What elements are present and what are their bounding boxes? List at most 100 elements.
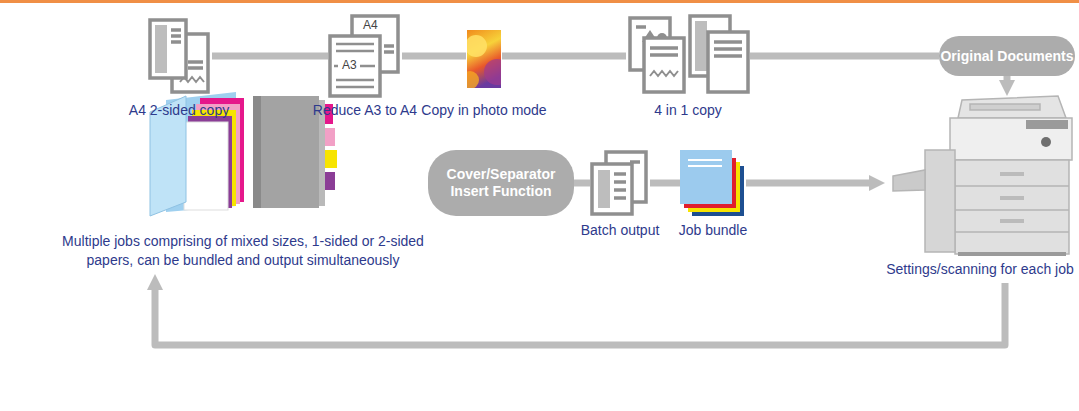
four-in-one-icon-part	[714, 47, 742, 51]
reduce-copy-icon-part	[330, 36, 380, 96]
photo-icon-part-part	[484, 59, 501, 85]
two-sided-copy-icon-part	[155, 25, 167, 73]
output-icon: Job bundle	[680, 150, 746, 216]
two-sided-copy-icon-part	[171, 28, 181, 32]
binder-illustration-part	[325, 150, 337, 168]
reduce-copy-icon-part	[336, 43, 374, 46]
copier-illustration-part	[1026, 120, 1068, 129]
caption: Job bundle	[679, 222, 748, 239]
four-in-one-icon-part	[650, 53, 678, 57]
connector-arrow	[1004, 76, 1011, 86]
connectors	[155, 56, 1007, 345]
copier-illustration-part	[1000, 219, 1024, 223]
copier-node: Settings/scanning for each job	[885, 96, 1075, 283]
top-rule	[0, 0, 1079, 3]
batch-output-icon-part	[614, 172, 626, 176]
two-sided-copy-icon-part	[150, 20, 186, 78]
copy-mode-icon: Copy in photo mode	[466, 28, 502, 90]
function-pill: Cover/Separator Insert Function	[428, 150, 574, 216]
batch-output-icon-part	[614, 180, 626, 184]
four-in-one-icon-part	[644, 38, 684, 92]
batch-output-icon-part	[614, 196, 626, 200]
caption: Batch output	[581, 222, 660, 239]
photo-icon-part-part	[467, 35, 487, 57]
batch-output-icon	[592, 152, 646, 214]
four-in-one-icon-part	[714, 54, 742, 58]
job-bundle-icon-part	[688, 165, 722, 167]
copier-illustration-part	[1000, 172, 1024, 176]
copier-illustration-part	[1041, 137, 1051, 147]
copier-illustration-part	[955, 185, 1069, 187]
reduce-copy-icon-part	[334, 65, 338, 68]
caption: Copy in photo mode	[421, 102, 546, 119]
output-icon: Batch output	[590, 150, 650, 216]
binder-illustration-part	[325, 128, 335, 146]
bundle-result-node: Multiple jobs comprising of mixed sizes,…	[60, 86, 426, 274]
two-sided-copy-icon-part	[171, 40, 181, 44]
copier-illustration-part	[925, 150, 955, 252]
caption: Settings/scanning for each job	[885, 260, 1075, 279]
job-bundle-icon	[680, 150, 744, 216]
pill-label: Original Documents	[940, 48, 1073, 65]
four-in-one-icon	[630, 16, 748, 92]
two-sided-copy-icon-part	[188, 60, 203, 64]
reduce-copy-icon-part	[384, 50, 394, 54]
copier-illustration-part	[893, 170, 925, 191]
size-label: A3	[341, 59, 358, 72]
batch-output-icon-part	[592, 164, 632, 214]
two-sided-copy-icon-part	[188, 66, 203, 70]
connector-line	[502, 53, 626, 60]
connector-arrow	[746, 180, 875, 187]
two-sided-copy-icon	[150, 20, 208, 92]
copy-mode-icon: A4 2-sided copy	[146, 16, 212, 96]
caption: Multiple jobs comprising of mixed sizes,…	[60, 232, 426, 270]
copier-illustration-part	[950, 118, 1072, 160]
four-in-one-icon-part	[650, 46, 678, 50]
connector-line	[750, 53, 939, 60]
copier-illustration-part	[970, 104, 1040, 110]
photo-icon-part	[467, 35, 501, 88]
four-in-one-icon-part	[636, 25, 646, 29]
binder-illustration-part	[184, 122, 228, 210]
reduce-copy-icon-part	[336, 50, 374, 53]
copier-illustration-part	[958, 96, 1066, 118]
binder-illustration-part	[253, 96, 319, 208]
copier-illustration-part	[958, 252, 1066, 256]
copier-illustration-part	[955, 160, 1069, 254]
four-in-one-icon-part	[708, 32, 748, 92]
copy-mode-icon: A4A3Reduce A3 to A4	[328, 14, 402, 98]
binder-illustration-part	[325, 172, 335, 190]
batch-output-icon-part	[598, 170, 610, 208]
job-bundle-icon-part	[688, 159, 722, 161]
connector-line	[574, 180, 590, 187]
batch-output-icon-part	[614, 188, 626, 192]
two-sided-copy-icon-part	[171, 34, 181, 38]
connector-arrow	[155, 283, 1005, 345]
caption: 4 in 1 copy	[654, 102, 722, 119]
copier-illustration	[893, 96, 1072, 256]
size-label: A4	[362, 19, 379, 32]
copy-mode-icon: 4 in 1 copy	[626, 14, 750, 94]
connector-line	[402, 53, 466, 60]
reduce-copy-icon-part	[336, 86, 374, 89]
job-bundle-icon-part	[680, 150, 732, 204]
reduce-copy-icon-part	[360, 65, 375, 68]
connector-line	[212, 53, 328, 60]
photo-icon	[461, 30, 510, 89]
reduce-copy-icon-part	[384, 44, 394, 48]
source-pill: Original Documents	[939, 36, 1075, 76]
caption: A4 2-sided copy	[129, 102, 229, 119]
four-in-one-icon-part	[714, 40, 742, 44]
four-in-one-icon-part	[695, 21, 707, 71]
four-in-one-icon-part	[650, 71, 678, 76]
reduce-copy-icon-part	[336, 79, 374, 82]
copier-illustration-part	[955, 231, 1069, 233]
binder-illustration-part	[253, 96, 261, 208]
reduce-copy-icon	[330, 16, 398, 96]
copier-illustration-part	[955, 209, 1069, 211]
photo-icon-part-part	[467, 71, 479, 88]
connector-line	[650, 180, 680, 187]
copier-illustration-part	[1000, 196, 1024, 200]
caption: Reduce A3 to A4	[313, 102, 417, 119]
